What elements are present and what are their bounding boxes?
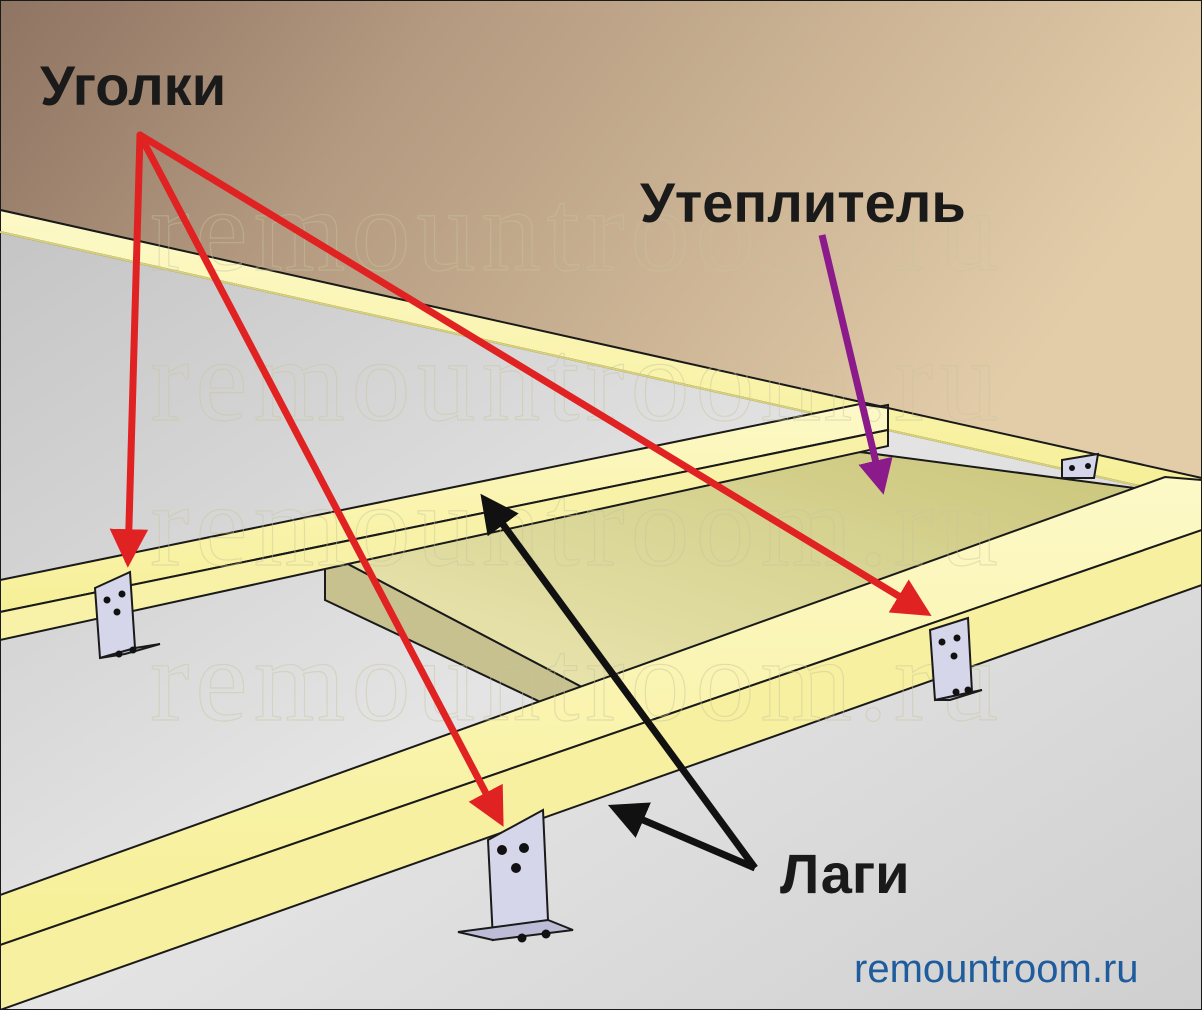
corner-arrows [109,131,932,827]
corner-bracket [93,570,161,660]
joist-arrow [607,802,757,872]
site-caption[interactable]: remountroom.ru [854,947,1139,991]
watermark: remountroom.ru [150,615,1004,746]
joist-arrows [480,493,758,872]
insulation-label: Утеплитель [640,171,966,234]
corner-arrow [109,131,149,568]
corner-bracket [928,616,983,702]
corner-arrow [136,131,932,616]
corners-label: Уголки [40,54,226,117]
corner-bracket [1061,452,1100,479]
corner-bracket [457,808,574,943]
joists-label: Лаги [780,842,910,905]
insulation-arrow [818,234,893,495]
back-joist [0,208,1202,502]
watermark: remountroom.ru [150,460,1004,591]
joist-arrow [480,493,758,871]
corner-arrow [136,131,504,827]
wall [0,0,1202,482]
watermark: remountroom.ru [150,315,1004,446]
